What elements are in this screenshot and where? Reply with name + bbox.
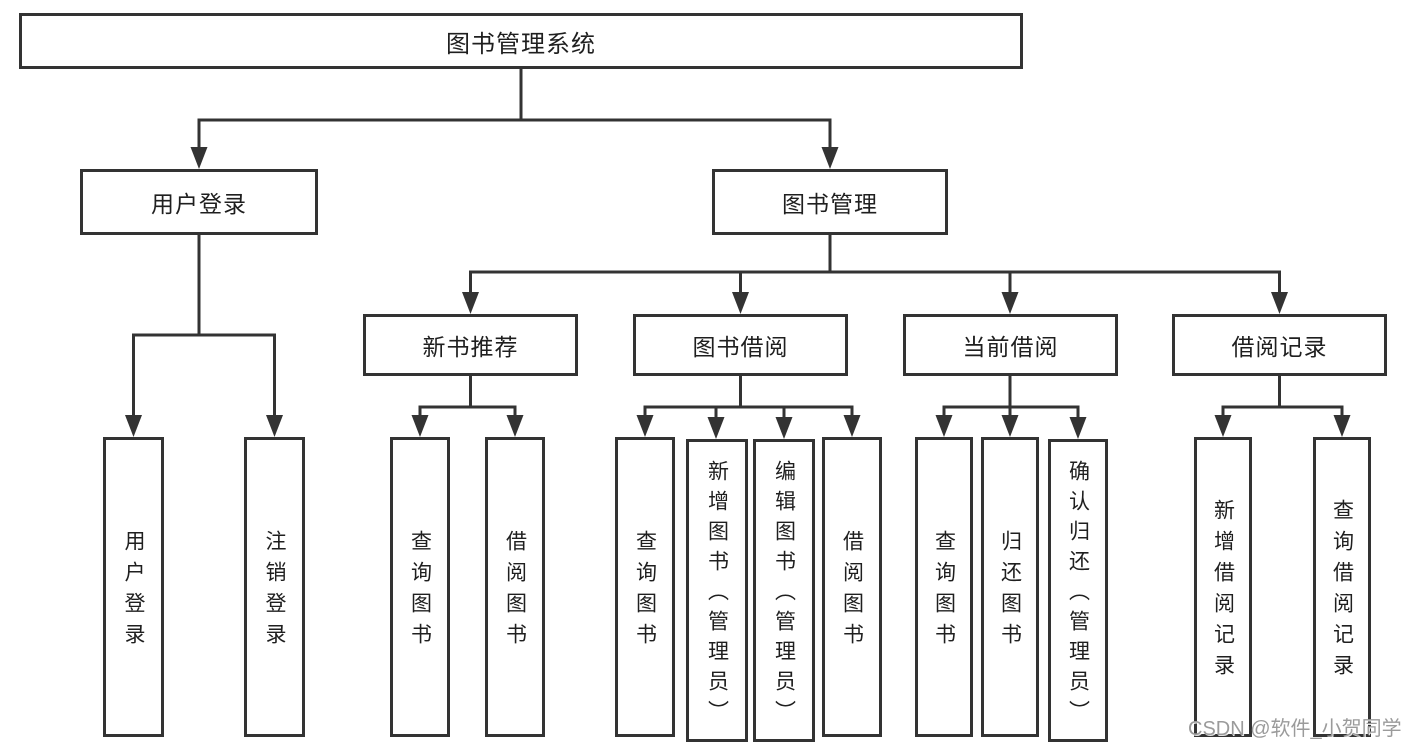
leaf-borrow-books-1: 借阅图书 (485, 437, 545, 737)
leaf-borrow-books-2: 借阅图书 (822, 437, 882, 737)
leaf-add-books-admin: 新增图书（管理员） (686, 439, 748, 742)
node-label: 借阅记录 (1231, 334, 1328, 360)
node-label: 注销登录 (263, 530, 286, 654)
node-label: 新书推荐 (422, 334, 519, 360)
node-book-management: 图书管理 (712, 169, 948, 235)
node-label: 编辑图书（管理员） (772, 460, 796, 730)
node-label: 用户登录 (122, 530, 145, 654)
leaf-search-books-2: 查询图书 (615, 437, 675, 737)
node-label: 图书管理系统 (446, 30, 596, 58)
node-label: 查询图书 (932, 530, 956, 654)
node-borrowing-records: 借阅记录 (1172, 314, 1387, 376)
node-label: 新增图书（管理员） (705, 460, 729, 730)
leaf-search-books-3: 查询图书 (915, 437, 973, 737)
node-new-book-recommend: 新书推荐 (363, 314, 578, 376)
leaf-add-borrow-record: 新增借阅记录 (1194, 437, 1252, 737)
leaf-logout: 注销登录 (244, 437, 305, 737)
node-label: 查询图书 (633, 530, 657, 654)
leaf-user-login: 用户登录 (103, 437, 164, 737)
node-label: 借阅图书 (840, 530, 864, 654)
leaf-search-borrow-record: 查询借阅记录 (1313, 437, 1371, 737)
node-label: 当前借阅 (962, 334, 1059, 360)
node-label: 图书借阅 (692, 334, 789, 360)
node-label: 新增借阅记录 (1211, 499, 1235, 685)
leaf-edit-books-admin: 编辑图书（管理员） (753, 439, 815, 742)
node-label: 确认归还（管理员） (1066, 460, 1090, 730)
node-current-borrowing: 当前借阅 (903, 314, 1118, 376)
leaf-search-books-1: 查询图书 (390, 437, 450, 737)
node-label: 图书管理 (782, 191, 878, 217)
watermark: CSDN @软件_小贺同学 (1188, 718, 1402, 740)
node-label: 归还图书 (998, 530, 1022, 654)
leaf-return-books: 归还图书 (981, 437, 1039, 737)
node-book-borrowing: 图书借阅 (633, 314, 848, 376)
node-label: 借阅图书 (503, 530, 527, 654)
node-label: 用户登录 (151, 191, 247, 217)
node-label: 查询图书 (408, 530, 432, 654)
node-user-login: 用户登录 (80, 169, 318, 235)
node-library-system: 图书管理系统 (19, 13, 1023, 69)
leaf-confirm-return-admin: 确认归还（管理员） (1048, 439, 1108, 742)
node-label: 查询借阅记录 (1330, 499, 1354, 685)
